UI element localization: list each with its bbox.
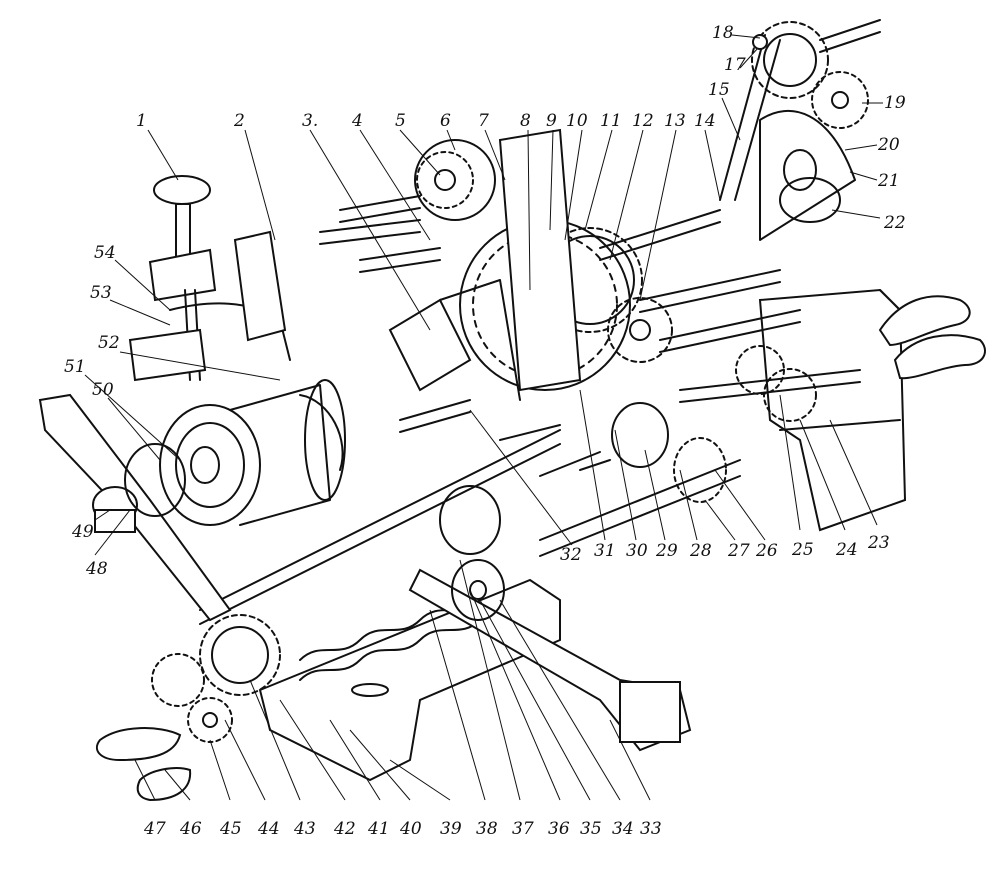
callout-53: 53 [90, 283, 112, 303]
callout-25: 25 [791, 540, 814, 560]
callout-2: 2 [233, 111, 245, 131]
callout-54: 54 [94, 243, 116, 263]
callout-30: 30 [626, 541, 648, 561]
callout-14: 14 [694, 111, 716, 131]
callout-52: 52 [98, 333, 120, 353]
callout-6: 6 [440, 111, 451, 131]
aux-rods [399, 399, 611, 471]
callout-46: 46 [179, 819, 202, 839]
callout-42: 42 [333, 819, 356, 839]
gear-13 [607, 297, 673, 363]
callout-10: 10 [566, 111, 588, 131]
callout-48: 48 [85, 559, 108, 579]
left-plate-2 [233, 230, 287, 342]
mechanism-drawing [38, 19, 986, 802]
callout-36: 36 [548, 819, 570, 839]
callout-labels: 1 2 3. 4 5 6 7 8 9 10 11 12 13 14 15 17 … [64, 23, 906, 839]
knob-assembly [128, 175, 291, 382]
slotted-plates [388, 128, 582, 401]
callout-19: 19 [884, 93, 906, 113]
gear-5-6 [414, 139, 496, 221]
bed-plate [258, 578, 561, 782]
callout-21: 21 [877, 171, 900, 191]
callout-45: 45 [219, 819, 242, 839]
lever-15 [719, 34, 781, 201]
callout-47: 47 [143, 819, 166, 839]
callout-4: 4 [351, 111, 363, 131]
left-arm-48-49 [38, 393, 232, 622]
callout-31: 31 [594, 541, 616, 561]
callout-37: 37 [512, 819, 534, 839]
callout-5: 5 [395, 111, 406, 131]
callout-35: 35 [580, 819, 602, 839]
callout-49: 49 [71, 522, 94, 542]
callout-22: 22 [883, 213, 906, 233]
callout-38: 38 [476, 819, 498, 839]
callout-3: 3. [302, 111, 318, 131]
callout-51: 51 [64, 357, 86, 377]
gears-24-25 [735, 345, 817, 422]
callout-44: 44 [257, 819, 280, 839]
lower-left-gears [95, 614, 281, 802]
callout-32: 32 [560, 545, 582, 565]
callout-20: 20 [877, 135, 900, 155]
callout-9: 9 [546, 111, 557, 131]
callout-23: 23 [867, 533, 890, 553]
callout-17: 17 [724, 55, 746, 75]
callout-40: 40 [399, 819, 422, 839]
callout-15: 15 [708, 80, 730, 100]
callout-1: 1 [136, 111, 147, 131]
right-housing [758, 288, 986, 532]
callout-50: 50 [92, 380, 114, 400]
callout-29: 29 [655, 541, 678, 561]
dials [439, 402, 727, 621]
top-right-gears [751, 21, 869, 241]
callout-39: 39 [440, 819, 462, 839]
long-lower-shaft [199, 429, 741, 625]
callout-41: 41 [367, 819, 390, 839]
callout-12: 12 [632, 111, 654, 131]
callout-18: 18 [712, 23, 734, 43]
rack-bar-33 [408, 568, 692, 752]
leader-lines [84, 34, 883, 801]
callout-8: 8 [520, 111, 531, 131]
callout-34: 34 [612, 819, 634, 839]
callout-24: 24 [835, 540, 858, 560]
callout-28: 28 [689, 541, 712, 561]
callout-26: 26 [755, 541, 778, 561]
callout-11: 11 [600, 111, 622, 131]
callout-43: 43 [293, 819, 316, 839]
callout-7: 7 [478, 111, 489, 131]
callout-13: 13 [664, 111, 686, 131]
callout-27: 27 [727, 541, 750, 561]
drum [159, 379, 346, 526]
callout-33: 33 [640, 819, 662, 839]
